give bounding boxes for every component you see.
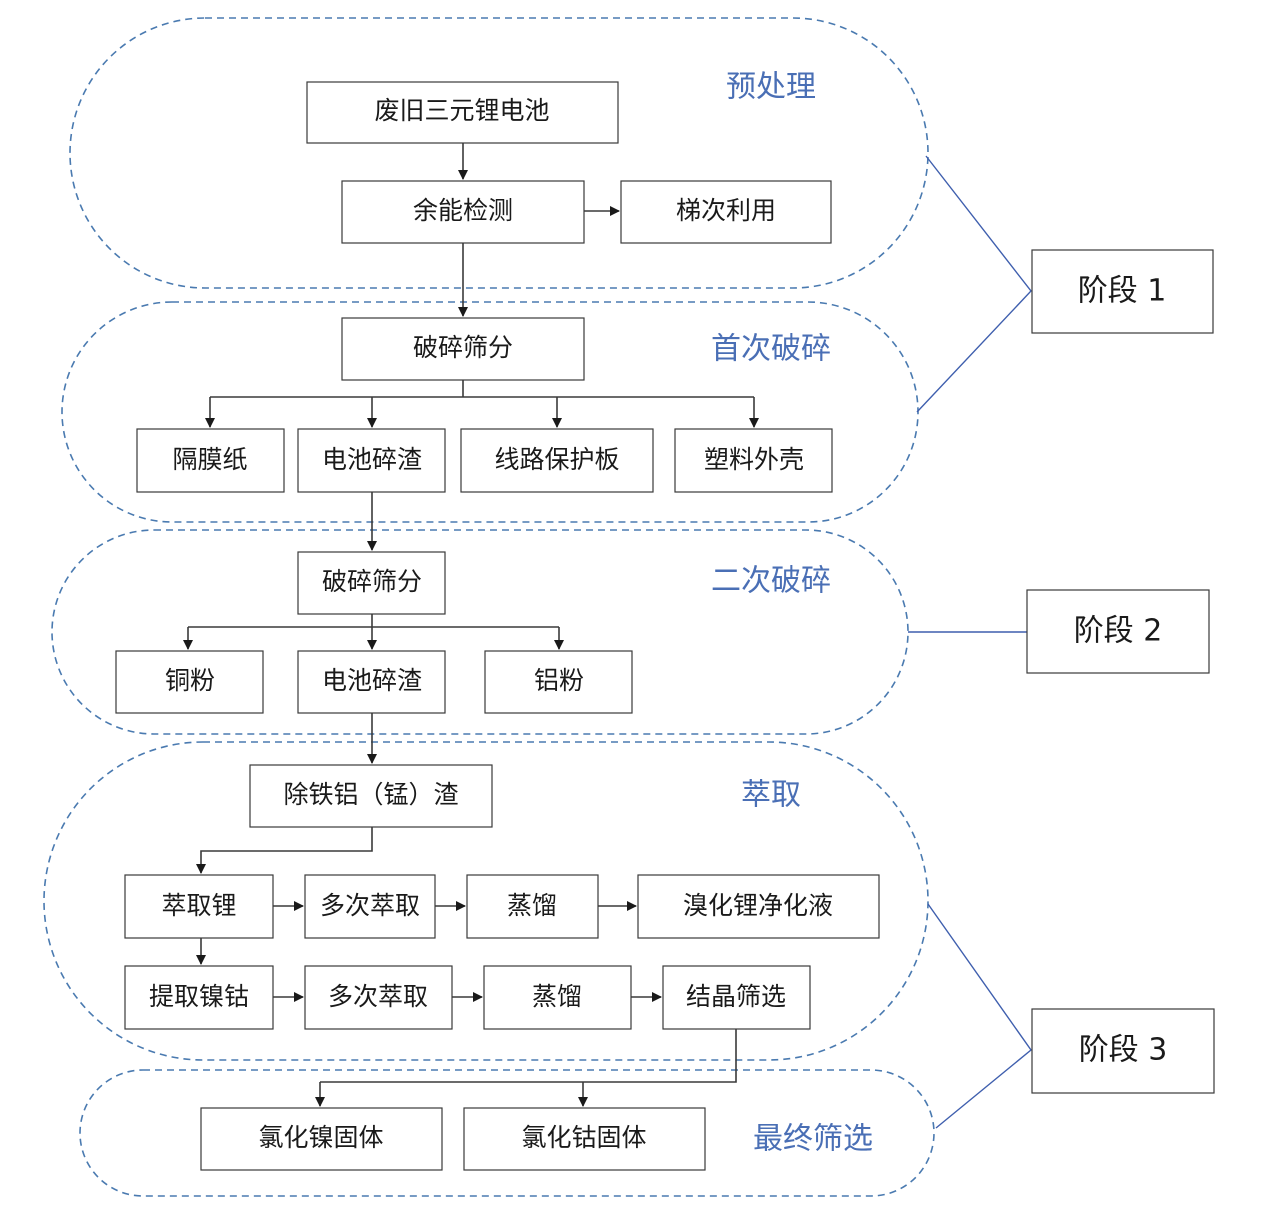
node-separator-paper-label: 隔膜纸: [172, 445, 247, 474]
node-crystallize-screen-label: 结晶筛选: [686, 982, 786, 1011]
stage-label-pretreatment: 预处理: [726, 70, 816, 105]
phase1-label: 阶段 1: [1078, 274, 1167, 309]
node-battery-residue-1-label: 电池碎渣: [322, 445, 422, 474]
node-cascade-utilization: 梯次利用: [620, 180, 832, 244]
node-libr-solution: 溴化锂净化液: [637, 874, 880, 939]
node-distill-2-label: 蒸馏: [532, 982, 582, 1011]
stage-label-extraction: 萃取: [741, 778, 801, 813]
phase2-label: 阶段 2: [1074, 614, 1163, 649]
node-battery-residue-1: 电池碎渣: [297, 428, 446, 493]
node-aluminum-powder-label: 铝粉: [534, 666, 584, 695]
node-extract-lithium: 萃取锂: [124, 874, 274, 939]
node-multi-extract-1-label: 多次萃取: [320, 891, 420, 920]
node-extract-ni-co-label: 提取镍钴: [149, 982, 249, 1011]
node-multi-extract-2: 多次萃取: [304, 965, 453, 1030]
node-distill-1: 蒸馏: [466, 874, 599, 939]
node-aluminum-powder: 铝粉: [484, 650, 633, 714]
node-crush-screen-1: 破碎筛分: [341, 317, 585, 381]
node-copper-powder-label: 铜粉: [165, 666, 215, 695]
region-second-crushing: [51, 529, 909, 735]
node-distill-2: 蒸馏: [483, 965, 632, 1030]
node-extract-lithium-label: 萃取锂: [161, 891, 236, 920]
region-pretreatment: [69, 17, 929, 289]
node-crush-screen-1-label: 破碎筛分: [413, 333, 513, 362]
stage-label-first-crushing: 首次破碎: [711, 332, 831, 367]
branch-crystal-bus: [320, 1029, 737, 1083]
node-remove-fe-al-mn-label: 除铁铝（锰）渣: [283, 780, 458, 809]
node-libr-solution-label: 溴化锂净化液: [683, 891, 833, 920]
region-final-screening: [79, 1069, 935, 1197]
node-cascade-utilization-label: 梯次利用: [676, 196, 776, 225]
stage-label-second-crushing: 二次破碎: [711, 564, 831, 599]
phase3-label: 阶段 3: [1079, 1033, 1168, 1068]
node-multi-extract-1: 多次萃取: [304, 874, 436, 939]
node-waste-battery: 废旧三元锂电池: [306, 81, 619, 144]
connectors: [183, 143, 759, 1107]
arrow-remove-to-lithium: [196, 827, 373, 874]
node-crush-screen-2-label: 破碎筛分: [322, 567, 422, 596]
node-residual-energy-test: 余能检测: [341, 180, 585, 244]
node-plastic-shell-label: 塑料外壳: [704, 445, 804, 474]
node-nickel-chloride: 氯化镍固体: [200, 1107, 443, 1171]
node-crystallize-screen: 结晶筛选: [662, 965, 811, 1030]
node-circuit-board: 线路保护板: [460, 428, 654, 493]
node-nickel-chloride-label: 氯化镍固体: [258, 1123, 383, 1152]
node-distill-1-label: 蒸馏: [507, 891, 557, 920]
node-extract-ni-co: 提取镍钴: [124, 965, 274, 1030]
node-battery-residue-2: 电池碎渣: [297, 650, 446, 714]
region-first-crushing: [61, 301, 919, 523]
phase1-box: 阶段 1: [1031, 249, 1214, 334]
node-separator-paper: 隔膜纸: [136, 428, 285, 493]
node-circuit-board-label: 线路保护板: [494, 445, 619, 474]
phase3-brace: [927, 903, 1032, 1129]
node-waste-battery-label: 废旧三元锂电池: [374, 96, 549, 125]
node-copper-powder: 铜粉: [115, 650, 264, 714]
node-plastic-shell: 塑料外壳: [674, 428, 833, 493]
node-cobalt-chloride-label: 氯化钴固体: [521, 1123, 646, 1152]
phase3-box: 阶段 3: [1031, 1008, 1215, 1094]
region-extraction: [43, 741, 929, 1061]
node-cobalt-chloride: 氯化钴固体: [463, 1107, 706, 1171]
phase2-box: 阶段 2: [1026, 589, 1210, 674]
node-multi-extract-2-label: 多次萃取: [328, 982, 428, 1011]
node-battery-residue-2-label: 电池碎渣: [322, 666, 422, 695]
phase1-brace: [916, 155, 1032, 413]
node-crush-screen-2: 破碎筛分: [297, 551, 446, 615]
node-residual-energy-test-label: 余能检测: [413, 196, 513, 225]
stage-label-final-screening: 最终筛选: [753, 1122, 873, 1157]
node-remove-fe-al-mn: 除铁铝（锰）渣: [249, 764, 493, 828]
